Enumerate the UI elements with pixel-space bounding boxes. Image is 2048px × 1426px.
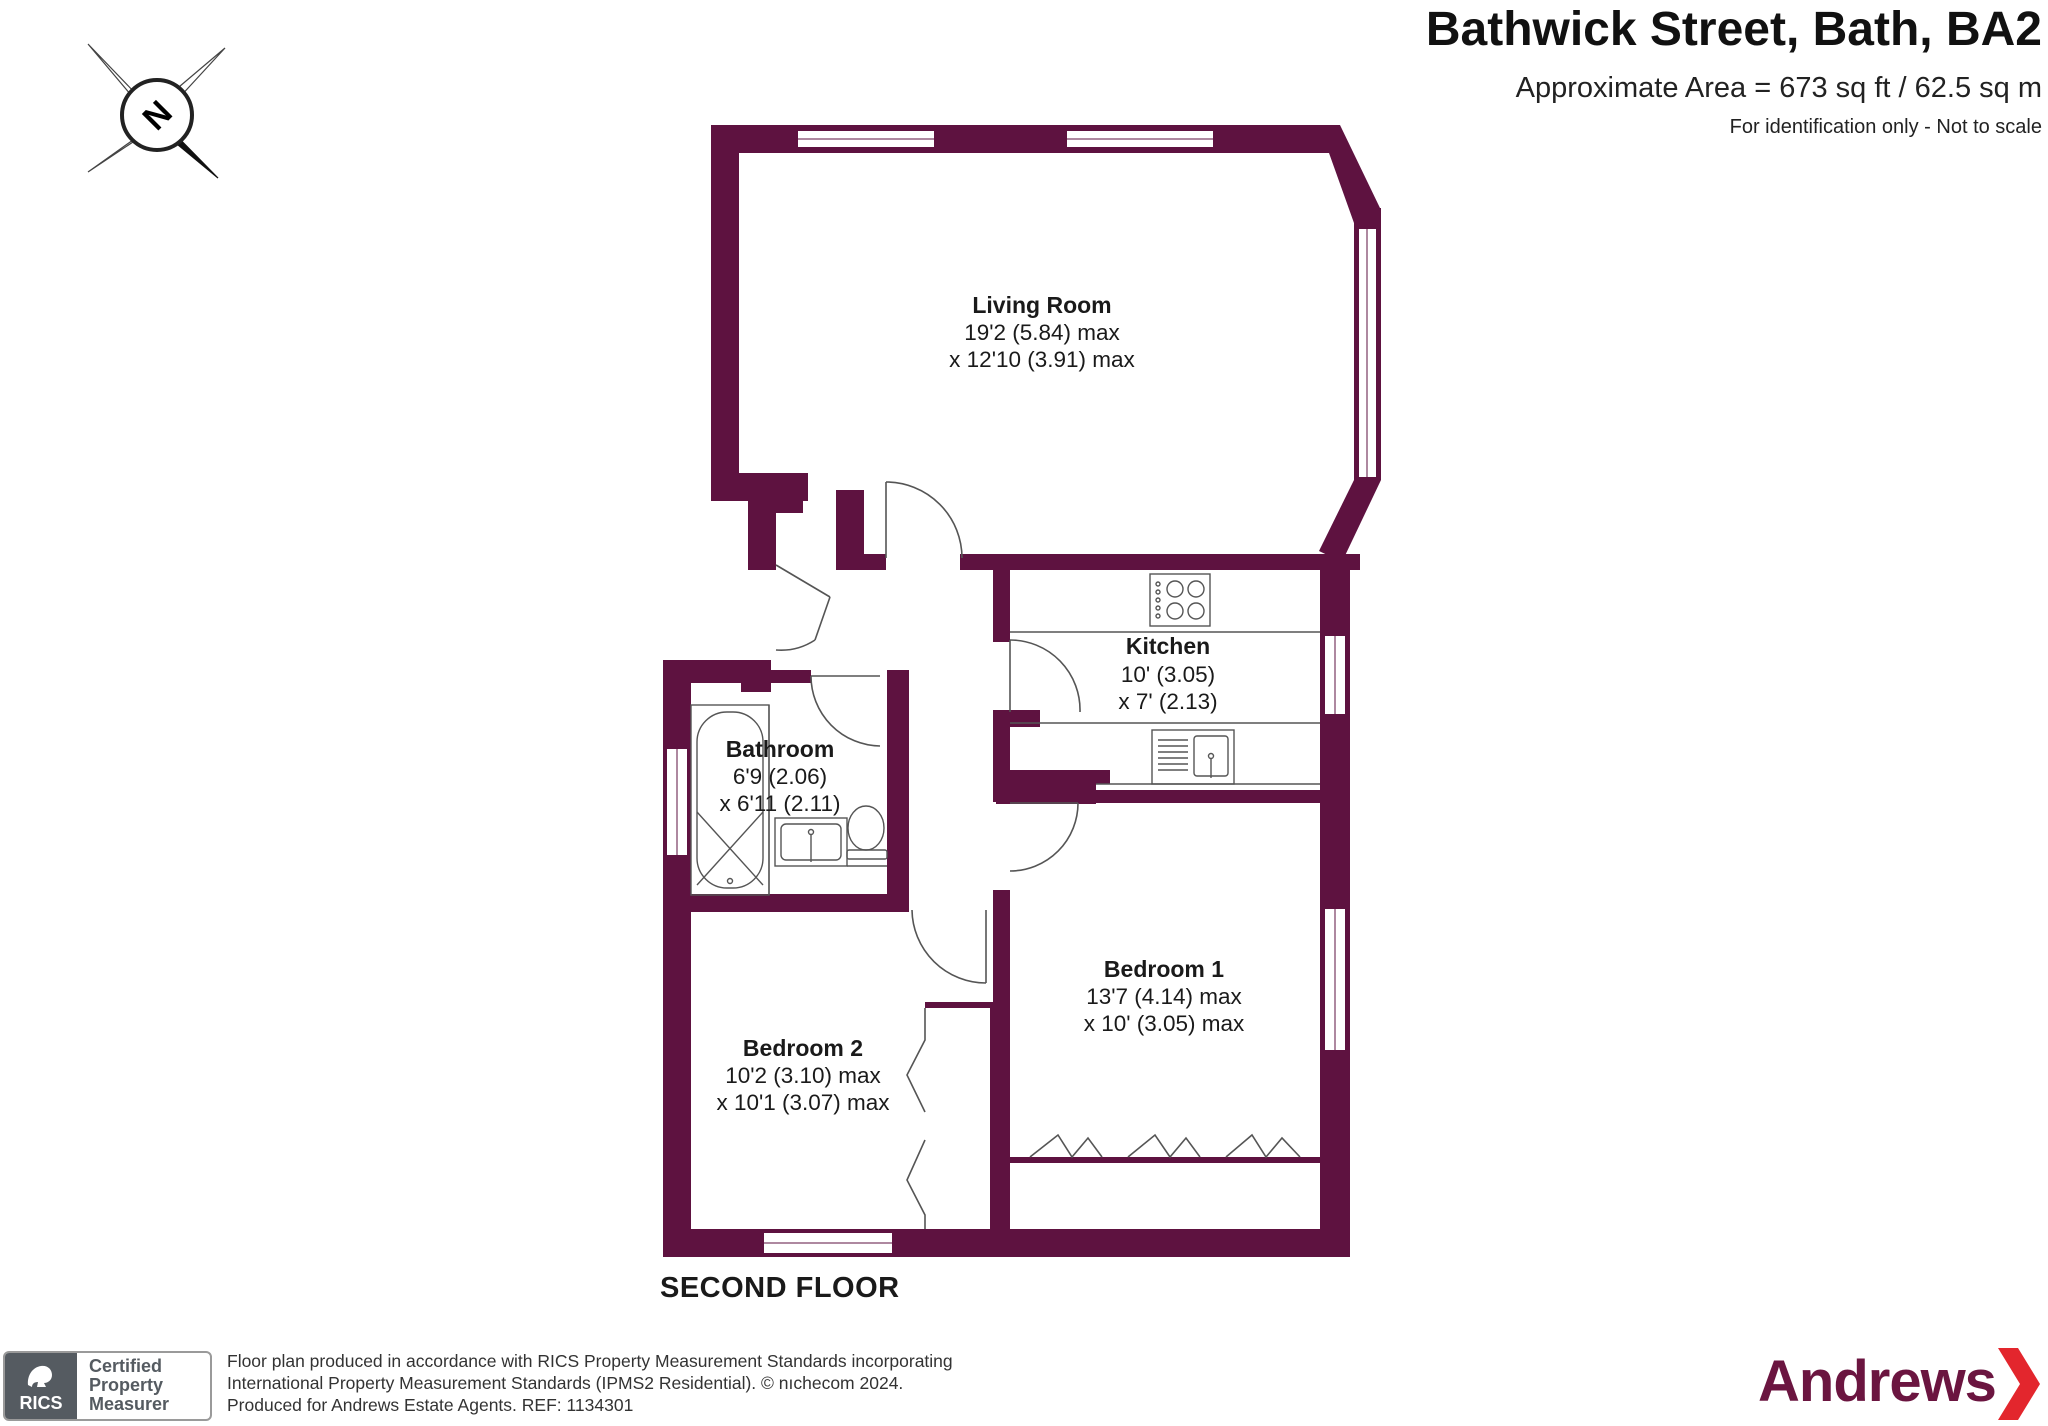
room-dimension: x 10' (3.05) max <box>1084 1011 1245 1036</box>
property-address-title: Bathwick Street, Bath, BA2 <box>1425 3 2042 56</box>
room-label-living-room: Living Room 19'2 (5.84) max x 12'10 (3.9… <box>949 292 1135 372</box>
room-dimension: 13'7 (4.14) max <box>1086 984 1242 1009</box>
room-dimension: x 10'1 (3.07) max <box>716 1090 890 1115</box>
room-dimension: 10'2 (3.10) max <box>725 1063 881 1088</box>
rics-line: Measurer <box>89 1394 170 1414</box>
room-label-bedroom-1: Bedroom 1 13'7 (4.14) max x 10' (3.05) m… <box>1084 956 1245 1036</box>
footnote: Floor plan produced in accordance with R… <box>227 1350 953 1416</box>
rics-line: Property <box>89 1375 164 1395</box>
brand-chevron-icon <box>1998 1348 2040 1420</box>
room-dimension: 10' (3.05) <box>1121 662 1215 687</box>
room-label-bathroom: Bathroom 6'9 (2.06) x 6'11 (2.11) <box>719 736 840 816</box>
room-dimension: x 6'11 (2.11) <box>719 791 840 816</box>
andrews-logo: Andrews <box>1758 1344 2048 1424</box>
approximate-area: Approximate Area = 673 sq ft / 62.5 sq m <box>1515 72 2042 104</box>
wardrobe-doors <box>906 1008 1301 1229</box>
rics-line: Certified <box>89 1356 163 1376</box>
toilet-icon <box>846 805 888 867</box>
rics-lion-icon <box>27 1365 52 1387</box>
identification-disclaimer: For identification only - Not to scale <box>1729 116 2042 138</box>
room-dimension: x 12'10 (3.91) max <box>949 347 1135 372</box>
basin-icon <box>774 817 848 867</box>
room-dimension: 6'9 (2.06) <box>733 764 827 789</box>
room-name: Bathroom <box>726 736 835 762</box>
rics-certification-text: Certified Property Measurer <box>89 1357 169 1414</box>
walls <box>663 125 1381 1257</box>
brand-name: Andrews <box>1758 1349 1997 1414</box>
footnote-line: International Property Measurement Stand… <box>227 1373 904 1393</box>
footnote-line: Floor plan produced in accordance with R… <box>227 1351 953 1371</box>
room-name: Living Room <box>972 292 1111 318</box>
room-name: Bedroom 2 <box>743 1035 863 1061</box>
room-name: Kitchen <box>1126 633 1210 659</box>
floor-label: SECOND FLOOR <box>660 1272 900 1304</box>
room-label-bedroom-2: Bedroom 2 10'2 (3.10) max x 10'1 (3.07) … <box>716 1035 890 1115</box>
hob-icon <box>1149 573 1211 627</box>
sink-icon <box>1151 729 1235 785</box>
doors <box>775 481 1081 984</box>
footnote-line: Produced for Andrews Estate Agents. REF:… <box>227 1395 634 1415</box>
room-name: Bedroom 1 <box>1104 956 1224 982</box>
rics-seal-text: RICS <box>19 1393 63 1413</box>
room-dimension: x 7' (2.13) <box>1118 689 1217 714</box>
rics-seal: RICS <box>5 1353 77 1419</box>
compass-rose-icon: N <box>87 43 226 179</box>
room-label-kitchen: Kitchen 10' (3.05) x 7' (2.13) <box>1118 633 1217 714</box>
room-dimension: 19'2 (5.84) max <box>964 320 1120 345</box>
rics-certified-badge: RICS Certified Property Measurer <box>3 1351 212 1421</box>
